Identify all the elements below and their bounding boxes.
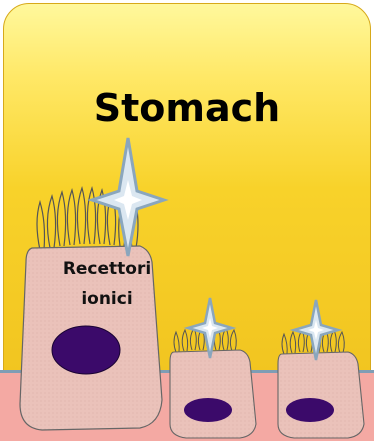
nucleus-icon: [184, 398, 232, 422]
nucleus-icon: [286, 398, 334, 422]
nucleus-icon: [52, 326, 120, 374]
star-sparkle-icon: [188, 298, 232, 358]
small-receptor-cell: [278, 300, 364, 438]
small-receptor-cell: [170, 298, 256, 438]
star-sparkle-icon: [92, 138, 164, 256]
cell-label-line-2: ionici: [42, 284, 172, 314]
cell-label-line-1: Recettori: [42, 254, 172, 284]
